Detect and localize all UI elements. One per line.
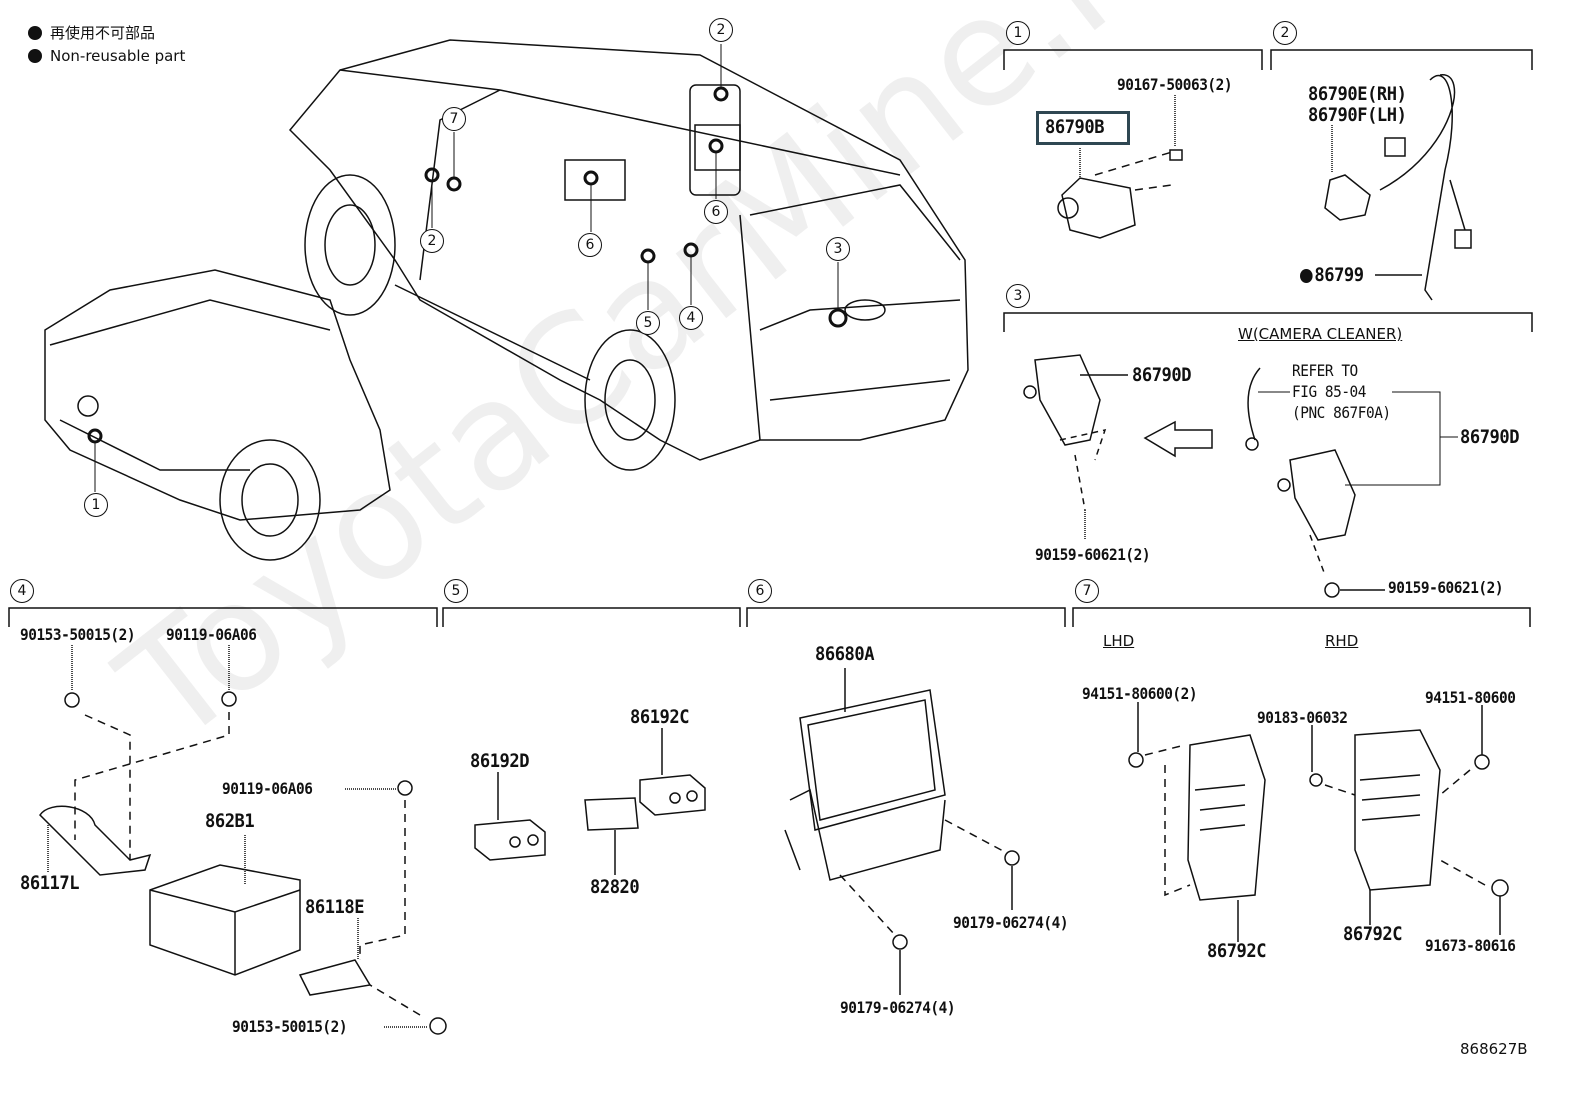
part-90159-60621-left[interactable]: 90159-60621(2) [1035, 545, 1151, 564]
section-4-marker: 4 [10, 579, 34, 603]
unit-862b1-and-brackets-illustration [39, 645, 447, 1035]
part-86799-text: 86799 [1314, 264, 1364, 286]
camera-location-markers [87, 86, 848, 444]
section-2-marker: 2 [1273, 21, 1297, 45]
camera-86790d-illustrations [1023, 354, 1458, 598]
callout-leaders [94, 44, 839, 492]
display-86680a-illustration [784, 668, 1020, 995]
camera-86790e-and-harness-86799-illustration [1324, 74, 1472, 301]
selected-part-highlight [1036, 111, 1130, 145]
part-90179-06274-right[interactable]: 90179-06274(4) [953, 913, 1069, 932]
part-86790e-rh[interactable]: 86790E(RH) [1308, 83, 1407, 105]
part-86790f-lh[interactable]: 86790F(LH) [1308, 104, 1407, 126]
camera-86790b-illustration [1057, 95, 1183, 239]
section-7-marker: 7 [1075, 579, 1099, 603]
legend-en-text: Non-reusable part [50, 47, 186, 65]
section-6-marker: 6 [748, 579, 772, 603]
part-91673-80616[interactable]: 91673-80616 [1425, 936, 1516, 955]
car-callout-2[interactable]: 2 [420, 229, 444, 253]
car-callout-6-rear[interactable]: 6 [704, 200, 728, 224]
part-90167-50063[interactable]: 90167-50063(2) [1117, 75, 1233, 94]
non-reusable-dot-icon [28, 26, 42, 40]
part-90183-06032[interactable]: 90183-06032 [1257, 708, 1348, 727]
section-1-marker: 1 [1006, 21, 1030, 45]
refer-line-1: REFER TO [1292, 361, 1358, 380]
amplifier-86792c-illustrations [1128, 702, 1509, 942]
refer-line-3: (PNC 867F0A) [1292, 403, 1391, 422]
vehicle-rear-illustration [288, 39, 969, 471]
legend-en: Non-reusable part [28, 47, 185, 65]
part-90119-06a06-mid[interactable]: 90119-06A06 [222, 779, 313, 798]
part-862b1[interactable]: 862B1 [205, 810, 255, 832]
part-90179-06274-bottom[interactable]: 90179-06274(4) [840, 998, 956, 1017]
variant-camera-cleaner: W(CAMERA CLEANER) [1238, 325, 1403, 343]
part-86118e[interactable]: 86118E [305, 896, 365, 918]
rhd-label: RHD [1325, 632, 1359, 650]
refer-fig-link[interactable]: FIG 85-04 [1292, 382, 1366, 401]
part-86792c-lhd[interactable]: 86792C [1207, 940, 1267, 962]
part-86192d[interactable]: 86192D [470, 750, 530, 772]
part-86792c-rhd[interactable]: 86792C [1343, 923, 1403, 945]
section-5-marker: 5 [444, 579, 468, 603]
car-callout-4[interactable]: 4 [679, 306, 703, 330]
part-86790b[interactable]: 86790B [1045, 116, 1105, 138]
car-callout-7[interactable]: 7 [442, 107, 466, 131]
legend-jp-text: 再使用不可部品 [50, 24, 156, 42]
part-82820[interactable]: 82820 [590, 876, 640, 898]
part-90153-50015-bottom[interactable]: 90153-50015(2) [232, 1017, 348, 1036]
non-reusable-dot-icon [28, 49, 42, 63]
legend-jp: 再使用不可部品 [28, 22, 155, 43]
part-86117l[interactable]: 86117L [20, 872, 80, 894]
part-86799[interactable]: 86799 [1300, 264, 1364, 286]
part-94151-80600-rhd[interactable]: 94151-80600 [1425, 688, 1516, 707]
part-90153-50015-top[interactable]: 90153-50015(2) [20, 625, 136, 644]
non-reusable-dot-icon [1300, 269, 1313, 283]
part-86680a[interactable]: 86680A [815, 643, 875, 665]
car-callout-6[interactable]: 6 [578, 233, 602, 257]
car-callout-5[interactable]: 5 [636, 311, 660, 335]
section-3-marker: 3 [1006, 284, 1030, 308]
jack-and-switch-illustrations [474, 728, 706, 875]
figure-id: 868627B [1460, 1040, 1528, 1058]
part-90119-06a06-top[interactable]: 90119-06A06 [166, 625, 257, 644]
vehicle-front-illustration [44, 269, 391, 561]
car-callout-3[interactable]: 3 [826, 237, 850, 261]
part-94151-80600-lhd[interactable]: 94151-80600(2) [1082, 684, 1198, 703]
section-brackets [8, 49, 1533, 627]
part-86790d-left[interactable]: 86790D [1132, 364, 1192, 386]
part-90159-60621-right[interactable]: 90159-60621(2) [1388, 578, 1504, 597]
part-86192c[interactable]: 86192C [630, 706, 690, 728]
car-callout-2-roof[interactable]: 2 [709, 18, 733, 42]
part-86790d-right[interactable]: 86790D [1460, 426, 1520, 448]
car-callout-1[interactable]: 1 [84, 493, 108, 517]
lhd-label: LHD [1103, 632, 1135, 650]
